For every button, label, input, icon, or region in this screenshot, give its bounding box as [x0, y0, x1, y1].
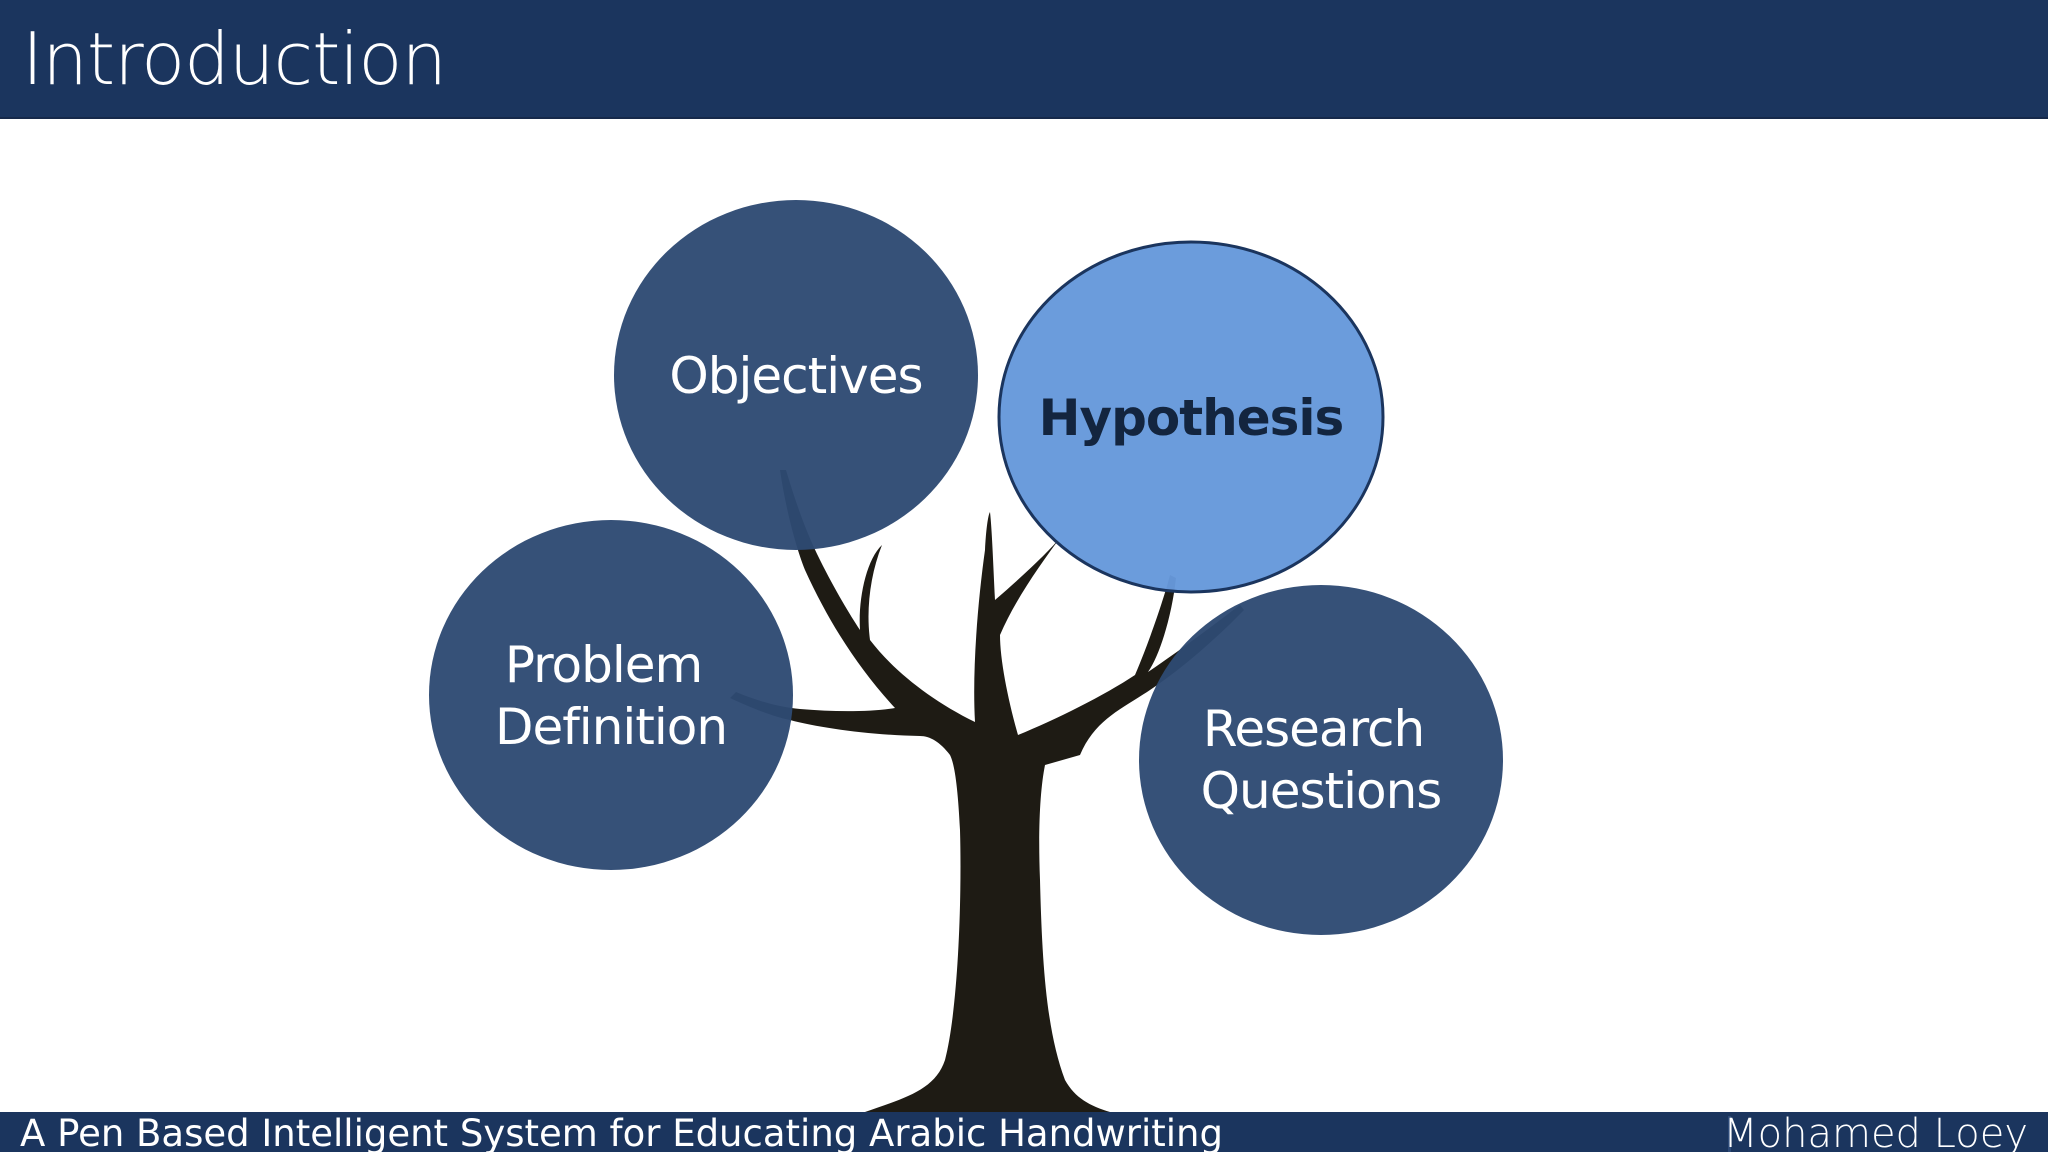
node-problem-definition-label: Problem Definition [495, 636, 727, 756]
node-research-questions-label: Research Questions [1201, 700, 1442, 820]
trunk-shape [730, 470, 1244, 1112]
node-problem-definition-circle [429, 520, 793, 870]
node-objectives-circle [614, 200, 978, 550]
tree-trunk [730, 470, 1244, 1112]
node-research-questions-circle [1139, 585, 1503, 935]
node-objectives: Objectives [614, 200, 978, 550]
node-objectives-label: Objectives [669, 347, 922, 405]
node-problem-definition: Problem Definition [429, 520, 793, 870]
footer-presentation-title: A Pen Based Intelligent System for Educa… [20, 1112, 1223, 1152]
footer-divider [1728, 1116, 1731, 1152]
footer-author: Mohamed Loey [1723, 1111, 2028, 1152]
slide-footer: A Pen Based Intelligent System for Educa… [0, 1112, 2048, 1152]
node-hypothesis: Hypothesis [997, 240, 1385, 594]
slide-title: Introduction [22, 17, 447, 101]
slide-header: Introduction [0, 0, 2048, 119]
node-hypothesis-label: Hypothesis [1039, 389, 1344, 447]
node-research-questions: Research Questions [1139, 585, 1503, 935]
node-hypothesis-circle [997, 240, 1385, 594]
